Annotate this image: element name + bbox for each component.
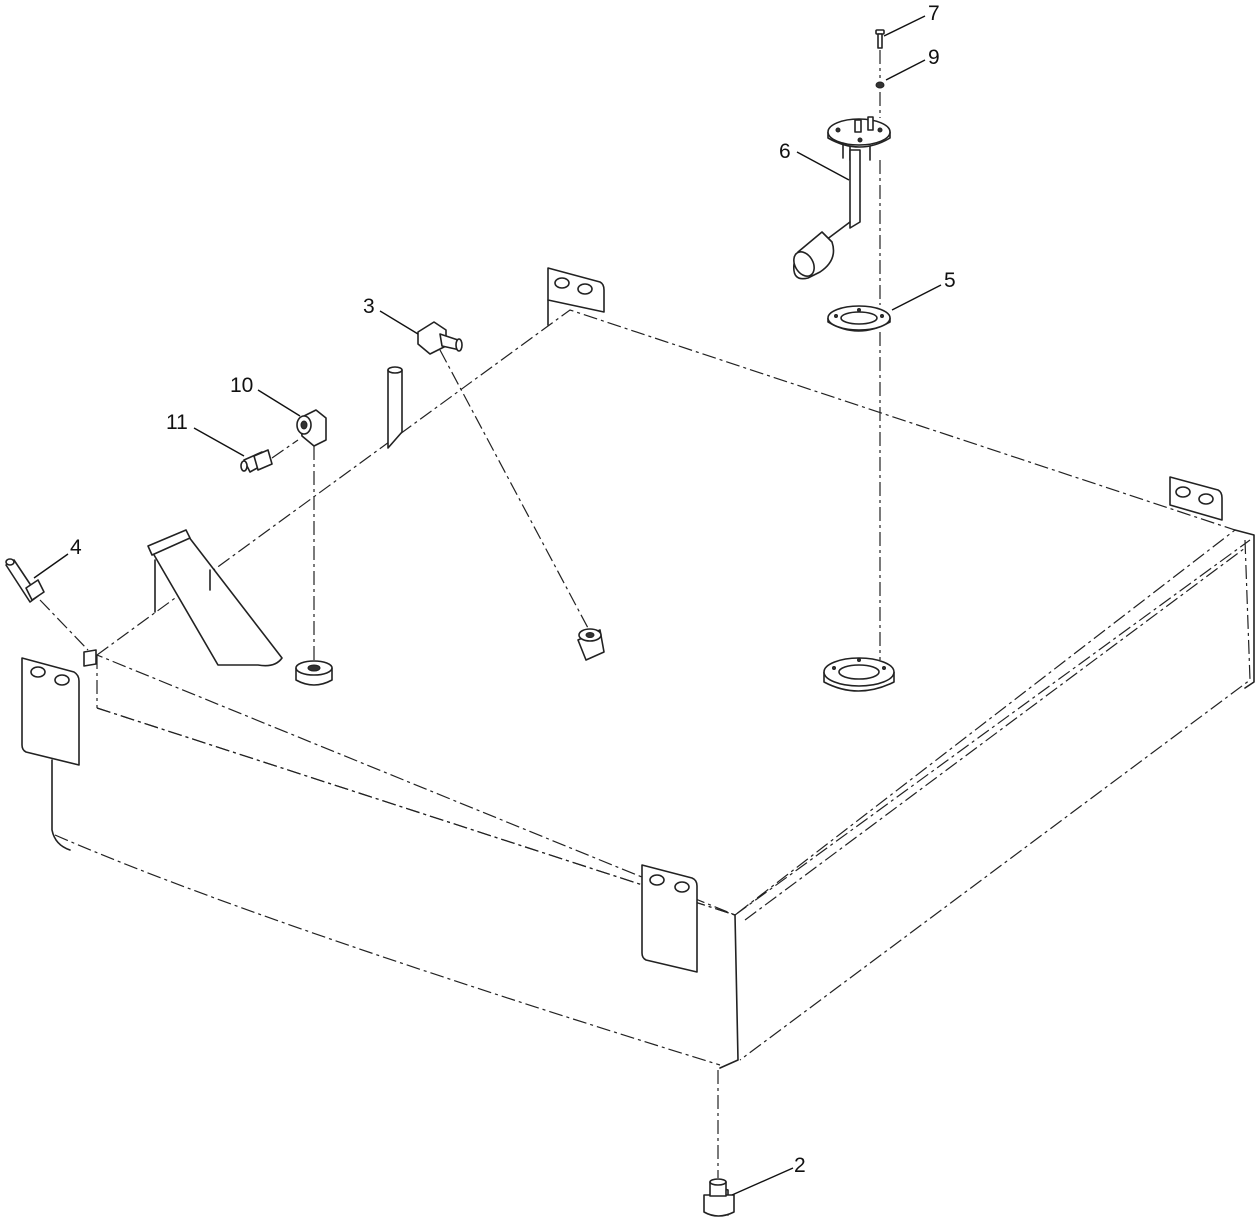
- callout-2-label: 2: [794, 1154, 806, 1177]
- tank-bushing-left: [295, 660, 333, 686]
- tank-sender-flange: [823, 657, 895, 692]
- callout-9-label: 9: [928, 46, 940, 69]
- part-6-fuel-sender: [792, 116, 891, 280]
- callout-11: 11: [166, 411, 245, 457]
- part-3-elbow-fitting: [417, 321, 463, 355]
- callout-5-label: 5: [944, 269, 956, 292]
- callout-5: 5: [891, 269, 956, 311]
- callout-6-label: 6: [779, 140, 791, 163]
- callout-6: 6: [779, 140, 850, 181]
- callout-7-label: 7: [928, 2, 940, 25]
- mounting-bracket-front: [641, 864, 698, 973]
- callout-4: 4: [33, 536, 82, 579]
- callout-10-label: 10: [230, 374, 253, 397]
- tank-vent-stub: [83, 649, 97, 667]
- assembly-centerlines: [39, 50, 881, 1178]
- callout-2: 2: [731, 1154, 806, 1196]
- mounting-bracket-right: [1169, 476, 1223, 521]
- part-4-hose-barb: [5, 558, 45, 603]
- callout-4-label: 4: [70, 536, 82, 559]
- mounting-bracket-back: [547, 267, 605, 326]
- callout-9: 9: [885, 46, 940, 81]
- filler-neck: [147, 529, 283, 667]
- part-5-gasket: [827, 305, 891, 332]
- part-2-drain-plug: [703, 1178, 735, 1217]
- vent-pipe: [387, 366, 403, 449]
- callout-11-label: 11: [166, 411, 188, 434]
- callout-7: 7: [883, 2, 940, 37]
- part-10-elbow-fitting: [296, 409, 327, 447]
- callout-3: 3: [363, 295, 419, 335]
- mounting-bracket-left: [21, 657, 80, 766]
- part-7-screw: [875, 29, 885, 49]
- callout-3-label: 3: [363, 295, 375, 318]
- part-11-hose-barb: [240, 449, 273, 473]
- callout-10: 10: [230, 374, 301, 417]
- fuel-tank: [51, 309, 1255, 1069]
- tank-fitting-center: [577, 628, 605, 661]
- part-9-washer: [875, 81, 885, 89]
